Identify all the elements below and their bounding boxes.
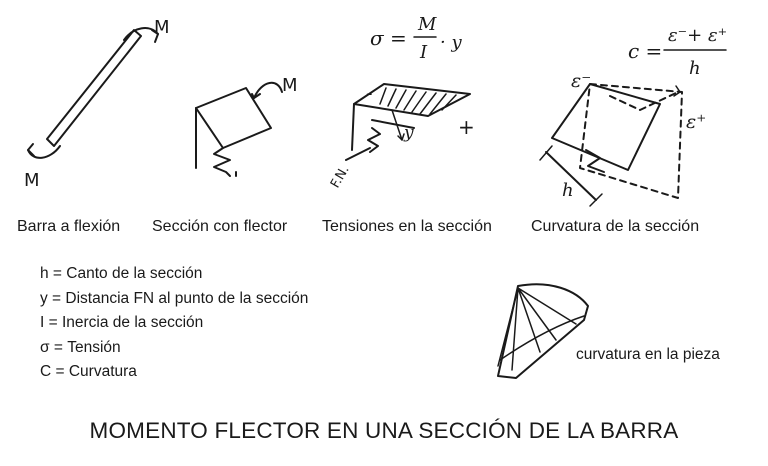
moment-label-top: M [154, 17, 170, 38]
moment-arrowhead [251, 93, 261, 99]
stress-break-line [367, 127, 381, 153]
stress-formula-tail: · y [440, 32, 462, 53]
legend: h = Canto de la sección y = Distancia FN… [40, 262, 308, 385]
section-face [195, 87, 272, 149]
legend-item-i: I = Inercia de la sección [40, 314, 204, 331]
moment-label-bottom: M [24, 170, 40, 191]
member-fan-lines [497, 287, 577, 371]
curv-break-line [585, 149, 605, 173]
fn-label: F.N. [328, 163, 353, 191]
stress-formula-numerator: M [417, 14, 437, 35]
stress-diagram-top [353, 83, 471, 117]
member-outline [497, 283, 589, 379]
member-curvature-label: curvatura en la pieza [576, 346, 720, 363]
caption-bar: Barra a flexión [17, 218, 121, 235]
bar-outline [46, 29, 142, 147]
moment-arrow [253, 82, 283, 99]
stress-formula-denominator: I [419, 42, 428, 63]
eps-plus-label: ε⁺ [686, 111, 706, 133]
eps-minus-label: ε⁻ [571, 70, 591, 92]
caption-stresses: Tensiones en la sección [322, 218, 492, 235]
member-curvature-sketch [497, 283, 589, 379]
moment-arrowhead-bottom [27, 143, 35, 157]
section-sketch: M [195, 75, 298, 177]
section-original [551, 83, 661, 171]
curv-formula-denominator: h [689, 58, 701, 79]
legend-item-y: y = Distancia FN al punto de la sección [40, 289, 309, 307]
curv-formula-lhs: c = [628, 39, 662, 63]
stress-minus: - [366, 83, 373, 104]
legend-item-h: h = Canto de la sección [40, 265, 203, 282]
moment-arrowhead-top [151, 29, 159, 43]
caption-curvature: Curvatura de la sección [531, 218, 700, 235]
curvature-sketch: c = ε⁻+ ε⁺ h ε⁻ ε⁺ h [539, 25, 727, 207]
neutral-axis-line [371, 119, 415, 129]
stress-formula-lhs: σ = [370, 26, 407, 50]
stress-sketch: σ = M I · y - + y F.N. [328, 14, 475, 191]
y-arrowhead [397, 133, 405, 141]
legend-item-sigma: σ = Tensión [40, 338, 121, 356]
caption-section: Sección con flector [152, 218, 288, 235]
rotation-arrowhead [673, 85, 681, 97]
y-distance-line [391, 109, 403, 141]
break-line [213, 147, 231, 177]
stress-plus: + [458, 115, 475, 139]
h-label: h [562, 180, 574, 201]
page-title: MOMENTO FLECTOR EN UNA SECCIÓN DE LA BAR… [89, 418, 679, 443]
fn-leader [345, 147, 371, 161]
bar-sketch: M M [24, 17, 170, 191]
y-label: y [403, 123, 414, 143]
curv-formula-numerator: ε⁻+ ε⁺ [668, 25, 727, 46]
moment-label: M [282, 75, 298, 96]
legend-item-c: C = Curvatura [40, 363, 137, 380]
h-dimension-line [545, 151, 597, 201]
stress-section-edge [351, 103, 355, 151]
stress-hatching [379, 87, 457, 115]
h-dimension-ticks [539, 145, 603, 207]
section-rotated [579, 83, 683, 199]
rotation-guide [609, 91, 679, 111]
